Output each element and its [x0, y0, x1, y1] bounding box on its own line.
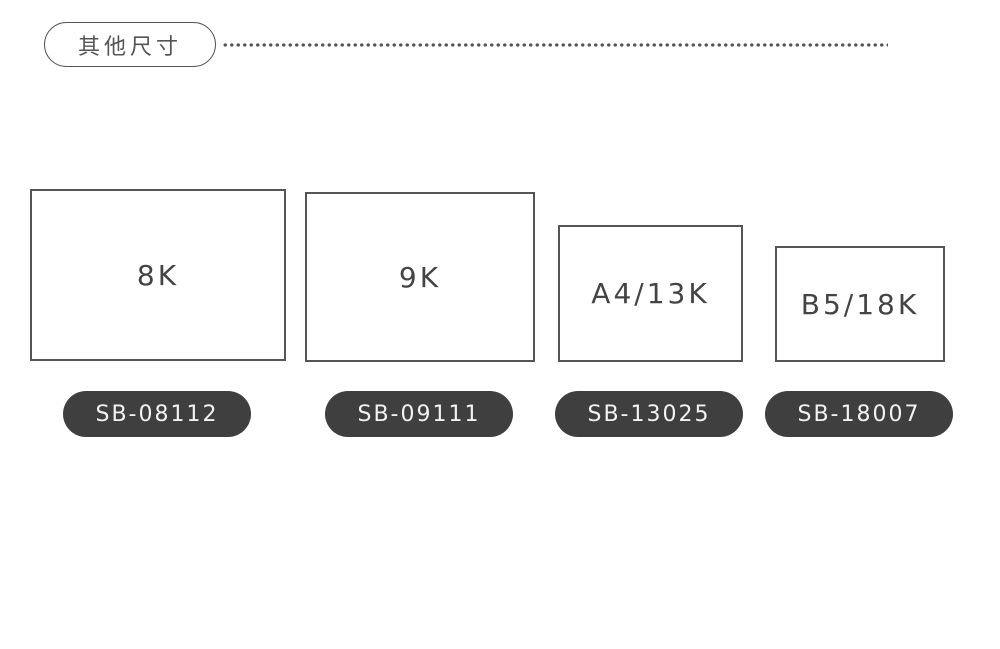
product-code-badge: SB-13025	[555, 391, 743, 437]
size-box-9k: 9K	[305, 192, 535, 362]
size-label: A4/13K	[591, 277, 710, 310]
size-label: B5/18K	[800, 287, 920, 321]
product-code-badge: SB-08112	[63, 391, 251, 437]
dotted-divider	[222, 43, 888, 47]
product-code-badge: SB-18007	[765, 391, 953, 437]
section-title: 其他尺寸	[44, 22, 216, 67]
size-box-8k: 8K	[30, 189, 286, 361]
size-box-b5: B5/18K	[775, 246, 945, 362]
product-code-badge: SB-09111	[325, 391, 513, 437]
size-label: 8K	[136, 258, 180, 292]
size-box-a4: A4/13K	[558, 225, 743, 362]
size-label: 9K	[398, 260, 442, 294]
